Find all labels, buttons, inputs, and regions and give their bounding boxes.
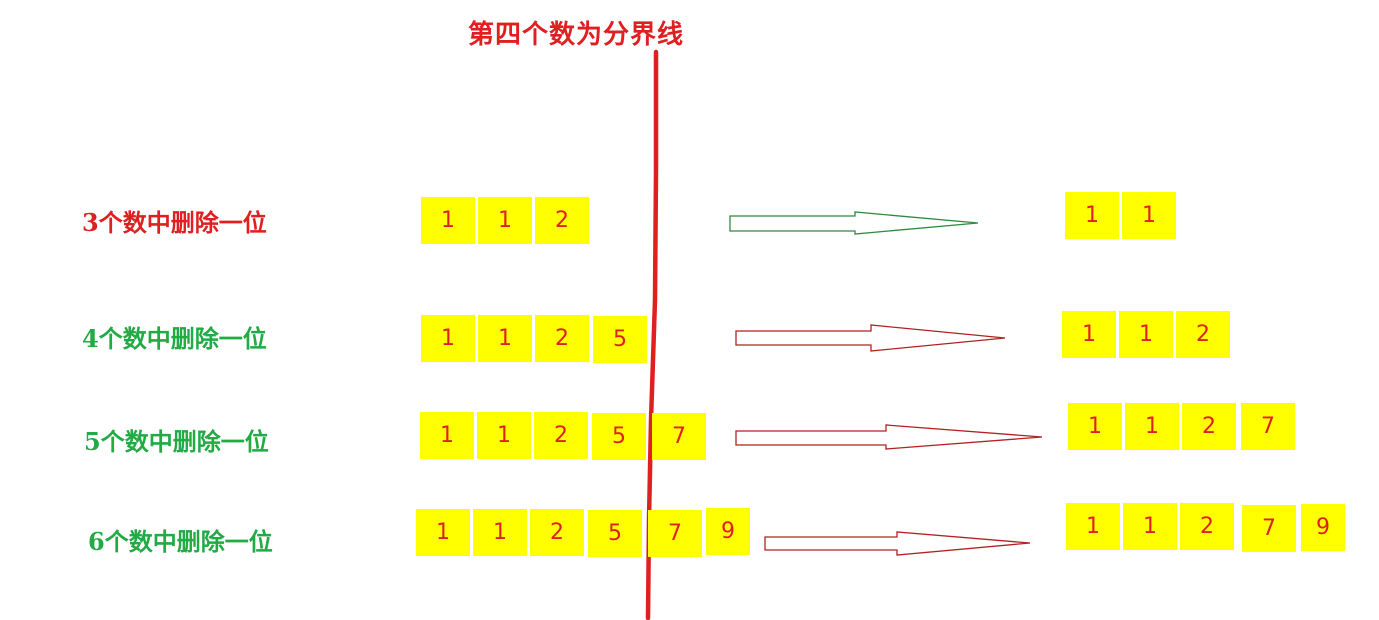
output-cell: 1: [1119, 311, 1173, 358]
output-cell: 1: [1068, 403, 1122, 450]
right-arrow-icon: [764, 531, 1031, 556]
right-arrow-icon: [735, 424, 1043, 450]
input-cell: 2: [534, 412, 588, 459]
output-cell: 1: [1122, 192, 1176, 239]
row-label-6: 6个数中删除一位: [88, 527, 273, 556]
input-cell: 1: [416, 509, 470, 556]
row-label-3: 3个数中删除一位: [82, 208, 267, 237]
output-cell: 1: [1062, 311, 1116, 358]
right-arrow-icon: [735, 324, 1006, 352]
row-label-4: 4个数中删除一位: [82, 324, 267, 353]
input-cell: 1: [473, 509, 527, 556]
output-cell: 7: [1242, 505, 1296, 552]
input-cell: 1: [420, 412, 474, 459]
input-cell: 7: [652, 413, 706, 460]
input-cell: 2: [535, 197, 589, 244]
output-cell: 1: [1125, 403, 1179, 450]
right-arrow-icon: [729, 211, 979, 235]
input-cell: 1: [421, 315, 475, 362]
input-cell: 5: [592, 413, 646, 460]
input-cell: 1: [421, 197, 475, 244]
diagram-title: 第四个数为分界线: [468, 20, 685, 50]
input-cell: 2: [530, 509, 584, 556]
input-cell: 2: [535, 315, 589, 362]
output-cell: 1: [1123, 503, 1177, 550]
input-cell: 1: [478, 197, 532, 244]
output-cell: 7: [1241, 403, 1295, 450]
input-cell: 1: [478, 315, 532, 362]
input-cell: 1: [477, 412, 531, 459]
output-cell: 9: [1301, 504, 1345, 551]
input-cell: 5: [593, 316, 647, 363]
output-cell: 1: [1066, 503, 1120, 550]
input-cell: 7: [648, 510, 702, 557]
input-cell: 9: [706, 508, 750, 555]
output-cell: 1: [1065, 192, 1119, 239]
output-cell: 2: [1176, 311, 1230, 358]
row-label-5: 5个数中删除一位: [84, 427, 269, 456]
input-cell: 5: [588, 510, 642, 557]
output-cell: 2: [1180, 503, 1234, 550]
output-cell: 2: [1182, 403, 1236, 450]
